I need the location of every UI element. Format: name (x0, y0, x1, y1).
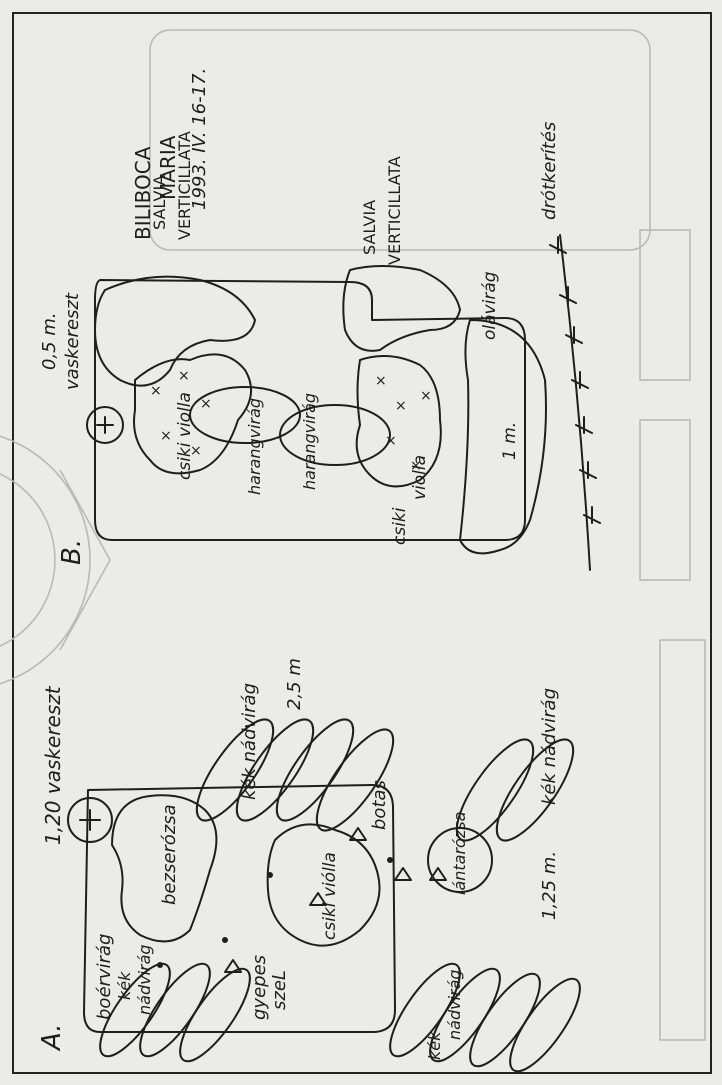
svg-text:×: × (420, 388, 432, 404)
plan-a-kek-nadvirag-1a: kék (115, 971, 134, 1000)
plan-a-cross-label: 1,20 vaskereszt (41, 685, 65, 845)
plan-a-kek-nadvirag-top: kék nádvirág (239, 683, 260, 800)
harangvirag-bed-2 (280, 405, 390, 465)
plan-a-kek-nadvirag-right: kék nádvirág (539, 688, 560, 805)
plan-a-kek-nadvirag-2a: kék (425, 1031, 444, 1060)
plan-b-salvia-2a: SALVIA (360, 200, 379, 255)
svg-text:×: × (385, 433, 397, 449)
bleed-box-1 (640, 230, 690, 380)
plan-a-gyepes-a: gyepes (249, 955, 270, 1020)
plan-a-gyepes-b: szeL (269, 970, 290, 1010)
svg-text:×: × (178, 368, 190, 384)
plan-a-scale-width: 1,25 m. (539, 851, 560, 920)
plan-a-botas: botas (369, 780, 390, 830)
salvia-bed-1 (95, 277, 255, 386)
plan-a-csiki-violla: csiki viólla (320, 852, 340, 940)
watermark-ring-inner (0, 465, 55, 655)
plan-b-csiki-violla-1: csiki violla (175, 392, 195, 480)
kek-nadvirag-left-cluster-2 (379, 955, 592, 1081)
plan-b-cross-icon (97, 417, 113, 433)
plan-a-kek-nadvirag-2b: nádvirág (445, 969, 464, 1040)
plan-a-kek-nadvirag-1b: nádvirág (135, 944, 154, 1015)
bleed-box-2 (640, 420, 690, 580)
date: 1993. IV. 16-17. (189, 68, 210, 210)
plan-b-harangvirag-1: harangvirág (245, 398, 264, 495)
svg-text:×: × (375, 373, 387, 389)
svg-text:×: × (395, 398, 407, 414)
plan-b-csiki-violla-2b: violla (410, 455, 430, 500)
section-label-a: A. (37, 1023, 67, 1052)
fence-line (560, 235, 590, 570)
plan-a-scale-length: 2,5 m (284, 658, 305, 710)
plan-b-cross-label-b: vaskereszt (62, 292, 83, 390)
section-label-b: B. (57, 539, 87, 565)
salvia-bed-2 (343, 266, 460, 351)
plan-b-olavirag: olávirág (480, 271, 500, 340)
plan-b-drotkerites: drótkerítés (539, 122, 560, 220)
plan-b-salvia-2b: VERTICILLATA (385, 156, 404, 265)
header: BILIBOCA MARIA 1993. IV. 16-17. (131, 68, 210, 240)
plan-b-harangvirag-2: harangvirág (300, 393, 319, 490)
author-last-name: MARIA (156, 135, 180, 200)
plan-a-boervirag: boérvirág (94, 934, 115, 1020)
svg-text:×: × (200, 396, 212, 412)
plan-b-cross-label-a: 0,5 m. (39, 312, 60, 370)
plan-b-scale: 1 m. (500, 422, 520, 460)
svg-text:×: × (160, 428, 172, 444)
watermark-seal (0, 30, 705, 1040)
plan-a-cross-icon (80, 810, 100, 830)
plan-b-csiki-violla-2a: csiki (390, 507, 410, 545)
plan-b: × × × × × × × × × × B. 0,5 m. vaskereszt… (39, 122, 600, 570)
author-first-name: BILIBOCA (131, 146, 155, 240)
svg-text:×: × (150, 383, 162, 399)
plan-a: A. 1,20 vaskereszt boérvirág bezserózsa … (37, 658, 591, 1080)
bleed-box-3 (660, 640, 705, 1040)
plan-a-bezserozsa: bezserózsa (159, 804, 180, 905)
plan-a-lantarozsa: lántarózsa (450, 812, 469, 895)
